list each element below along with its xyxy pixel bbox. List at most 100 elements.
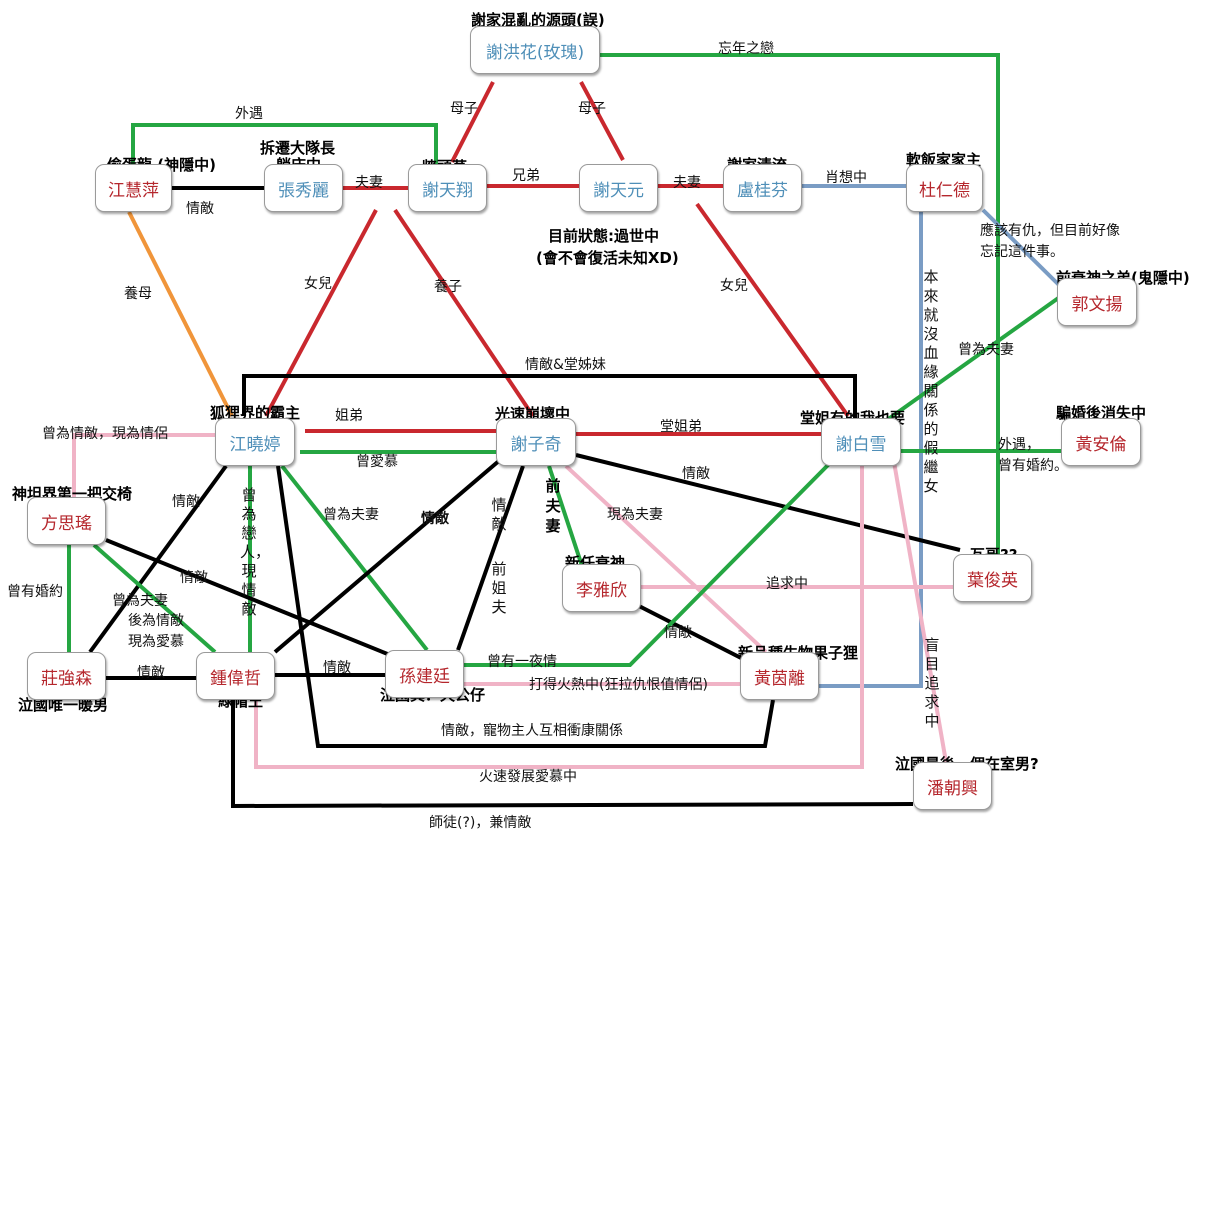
edge-muzi-right: [579, 81, 625, 161]
label-qingdi-fang-sun: 情敵: [180, 570, 208, 586]
edge-zengwei-qingdi: [72, 433, 215, 497]
node-du-rende[interactable]: 杜仁德: [906, 164, 983, 212]
label-xianwei-fuqi: 現為夫妻: [607, 507, 663, 523]
node-xie-tianyuan[interactable]: 謝天元: [579, 164, 658, 212]
edge-cengwei-fuqi-ting-sun: [280, 464, 429, 652]
node-huang-anlun[interactable]: 黃安倫: [1061, 418, 1141, 466]
edge-muzi-left: [450, 81, 495, 163]
label-v-mangmu: 盲目追求中: [924, 636, 940, 730]
node-jiang-huiping[interactable]: 江慧萍: [95, 164, 172, 212]
node-li-yaxin[interactable]: 李雅欣: [562, 564, 641, 612]
label-nuer-right: 女兒: [720, 278, 748, 294]
label-cengwei-fuqi-guo: 曾為夫妻: [958, 342, 1014, 358]
heading-xie-tianyuan-1: 目前狀態:過世中: [548, 227, 659, 245]
label-v-qingdi-qianjiefu: 情敵: [491, 496, 507, 533]
label-cengwei-fuqi-ting-sun: 曾為夫妻: [323, 507, 379, 523]
label-qingdi-ziqi-ye: 情敵: [682, 466, 710, 482]
heading-jiang-xiaoting: 狐狸界的霸主: [210, 404, 301, 422]
label-xiangnian: 肖想中: [825, 170, 867, 186]
edge-chongwu: [276, 465, 775, 748]
label-yangzi: 養子: [434, 279, 462, 295]
edge-benlai: [819, 212, 923, 688]
edge-waiyu-top: [131, 123, 438, 166]
label-qingdi-zhuang-zhong: 情敵: [137, 665, 165, 681]
heading-zhang-xiuli-1: 拆遷大隊長: [260, 139, 336, 157]
node-xie-baixue[interactable]: 謝白雪: [821, 418, 901, 466]
node-sun-jianting[interactable]: 孫建廷: [385, 650, 464, 698]
edge-qingdi-ting-zhong: [273, 458, 502, 654]
edge-qingdi-yinli: [636, 603, 746, 662]
node-huang-yinli[interactable]: 黃茵離: [740, 652, 819, 700]
node-pan-chaoxing[interactable]: 潘朝興: [913, 762, 992, 810]
edge-shitu: [231, 700, 914, 809]
label-zhuiqiu: 追求中: [766, 576, 808, 592]
label-qingdi-tangzimei: 情敵&堂姊妹: [525, 357, 606, 373]
label-qingdi-yinli: 情敵: [664, 625, 692, 641]
label-yinggai-2: 忘記這件事。: [980, 244, 1064, 260]
edge-huosu: [254, 462, 864, 769]
label-zengwei-fuqi-fang-1: 曾為夫妻: [112, 593, 168, 609]
label-zengwei-fuqi-fang-2: 後為情敵: [128, 613, 184, 629]
heading-zhuang-qiangsen: 泣國唯一暖男: [18, 696, 109, 714]
edge-zengwei-fuqi-fang: [92, 543, 217, 654]
edge-yangmu: [127, 211, 234, 417]
label-huosu: 火速發展愛慕中: [479, 769, 577, 785]
label-yangmu: 養母: [124, 286, 152, 302]
edge-yiyeqing: [464, 460, 833, 667]
heading-qianfuqi: 前夫妻: [545, 477, 561, 535]
label-waiyu-anlun-1: 外遇，: [998, 437, 1040, 453]
node-xie-tianxiang[interactable]: 謝天翔: [408, 164, 487, 212]
label-v-benlai: 本來就沒血緣關係的假繼女: [923, 268, 939, 495]
node-xie-ziqi[interactable]: 謝子奇: [496, 418, 576, 466]
edge-cengwei-fuqi-guo: [885, 292, 1066, 422]
label-zengwei-fuqi-fang-3: 現為愛慕: [128, 634, 184, 650]
node-zhang-xiuli[interactable]: 張秀麗: [264, 164, 343, 212]
node-guo-wenyang[interactable]: 郭文揚: [1057, 278, 1137, 326]
node-lu-guifen[interactable]: 盧桂芬: [723, 164, 802, 212]
edge-qingdi-ziqi-ye: [575, 453, 961, 552]
edge-nuer-right: [695, 202, 850, 418]
node-zhong-weizhe[interactable]: 鍾偉哲: [196, 652, 275, 700]
label-zengwei-qingdi: 曾為情敵，現為情侶: [42, 426, 168, 442]
label-dade: 打得火熱中(狂拉仇恨值情侶): [529, 677, 708, 693]
edge-xianwei-fuqi: [564, 464, 768, 654]
edge-qianfuqi: [547, 465, 584, 567]
edge-yangzi: [393, 208, 535, 418]
node-ye-junying[interactable]: 葉俊英: [953, 554, 1032, 602]
label-qingdi-ting-zhong: 情敵: [421, 511, 449, 527]
label-muzi-left: 母子: [450, 101, 478, 117]
label-qingdi-fang-ting: 情敵: [172, 494, 200, 510]
node-fang-siyao[interactable]: 方思瑤: [27, 497, 106, 545]
label-zengaimu: 曾愛慕: [356, 454, 398, 470]
node-jiang-xiaoting[interactable]: 江曉婷: [215, 418, 295, 466]
node-zhuang-qiangsen[interactable]: 莊強森: [27, 652, 106, 700]
heading-xie-honghua: 謝家混亂的源頭(誤): [471, 11, 605, 29]
label-qingdi-jiang-zhang: 情敵: [186, 201, 214, 217]
label-fuqi-zhang-xiang: 夫妻: [355, 175, 383, 191]
label-chongwu: 情敵，寵物主人互相衝康關係: [441, 723, 623, 739]
label-yiyeqing: 曾有一夜情: [487, 654, 557, 670]
edge-nuer-left: [264, 209, 378, 417]
label-nuer-left: 女兒: [304, 276, 332, 292]
label-jiedi: 姐弟: [335, 408, 363, 424]
heading-xie-tianyuan-2: (會不會復活未知XD): [536, 249, 679, 267]
edge-qingdi-fang-sun: [105, 538, 391, 657]
label-xiongdi: 兄弟: [512, 168, 540, 184]
label-waiyu-top: 外遇: [235, 106, 263, 122]
edge-qingdi-tangzimei: [242, 374, 857, 420]
heading-huang-anlun: 騙婚後消失中: [1056, 404, 1147, 422]
label-v-cengwei: 曾為戀人，現情敵: [240, 486, 271, 618]
edge-mangmu: [892, 461, 948, 763]
label-yinggai-1: 應該有仇，但目前好像: [980, 223, 1120, 239]
node-xie-honghua[interactable]: 謝洪花(玫瑰): [470, 26, 600, 74]
label-fuqi-yuan-lu: 夫妻: [673, 175, 701, 191]
label-tangjiedi: 堂姐弟: [660, 419, 702, 435]
label-qingdi-zhong-sun: 情敵: [323, 660, 351, 676]
label-muzi-right: 母子: [578, 101, 606, 117]
label-waiyu-anlun-2: 曾有婚約。: [998, 458, 1068, 474]
edge-v-qianjiefu: [456, 465, 525, 651]
edge-yinggai: [981, 208, 1061, 287]
label-v-qianjiefu: 前姐夫: [491, 560, 507, 616]
